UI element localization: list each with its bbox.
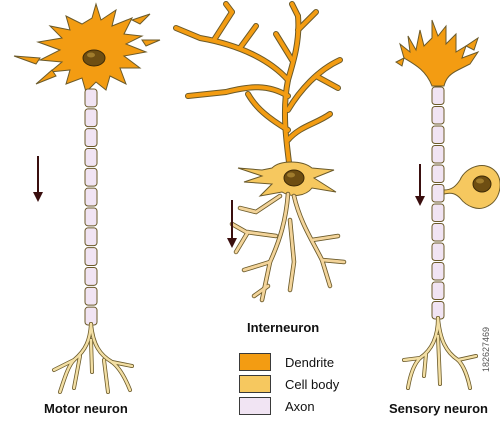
- legend-item-dendrite: Dendrite: [239, 353, 334, 371]
- sensory-axon-segment: [431, 223, 445, 242]
- sensory-axon-segment: [431, 262, 445, 281]
- legend-swatch-axon: [239, 397, 271, 415]
- sensory-axon-terminal-fill: [402, 316, 478, 390]
- motor-dendrites: [13, 2, 161, 93]
- motor-axon-segment: [84, 247, 98, 267]
- sensory-axon-segment: [431, 106, 445, 125]
- motor-axon-segment: [84, 88, 98, 108]
- sensory-axon-segment: [431, 203, 445, 222]
- motor-direction-arrow: [33, 156, 43, 202]
- motor-axon-segment: [84, 108, 98, 128]
- motor-neuron: [13, 2, 161, 394]
- legend-label-dendrite: Dendrite: [285, 354, 335, 370]
- motor-axon-terminal-fill: [52, 322, 134, 394]
- interneuron: [173, 1, 347, 303]
- legend-item-axon: Axon: [239, 397, 315, 415]
- motor-axon-segment: [84, 286, 98, 306]
- interneuron-nucleus: [283, 169, 305, 187]
- sensory-dendrites: [395, 19, 480, 87]
- motor-axon-segment: [84, 207, 98, 227]
- sensory-axon-segment: [431, 242, 445, 261]
- sensory-neuron: [395, 19, 500, 390]
- sensory-nucleus: [472, 175, 492, 193]
- legend-swatch-dendrite: [239, 353, 271, 371]
- sensory-direction-arrow: [415, 164, 425, 206]
- motor-nucleus: [82, 49, 106, 67]
- motor-axon: [84, 88, 98, 326]
- sensory-axon-segment: [431, 184, 445, 203]
- motor-axon-segment: [84, 167, 98, 187]
- interneuron-upper-dendrites-fill: [174, 2, 342, 172]
- sensory-nucleus-highlight: [476, 178, 484, 184]
- sensory-neuron-label: Sensory neuron: [389, 401, 488, 416]
- sensory-cell-body: [443, 165, 500, 209]
- motor-axon-segment: [84, 267, 98, 286]
- sensory-axon-segment: [431, 281, 445, 300]
- sensory-axon-segment: [431, 125, 445, 144]
- sensory-axon: [431, 86, 445, 320]
- legend-label-axon: Axon: [285, 398, 315, 414]
- watermark-id: 182627469: [481, 326, 491, 372]
- legend-item-cell-body: Cell body: [239, 375, 339, 393]
- legend-label-cell-body: Cell body: [285, 376, 340, 392]
- motor-axon-segment: [84, 148, 98, 167]
- motor-nucleus-highlight: [87, 52, 95, 58]
- motor-axon-segment: [84, 187, 98, 207]
- sensory-axon-segment: [431, 164, 445, 183]
- interneuron-lower-dendrites-fill: [230, 192, 346, 302]
- legend-swatch-cell-body: [239, 375, 271, 393]
- sensory-axon-segment: [431, 86, 445, 105]
- interneuron-direction-arrow: [227, 200, 237, 248]
- sensory-axon-segment: [431, 145, 445, 164]
- interneuron-nucleus-highlight: [287, 172, 295, 178]
- motor-neuron-label: Motor neuron: [44, 401, 128, 416]
- motor-axon-segment: [84, 128, 98, 148]
- interneuron-label: Interneuron: [247, 320, 320, 335]
- motor-axon-segment: [84, 227, 98, 247]
